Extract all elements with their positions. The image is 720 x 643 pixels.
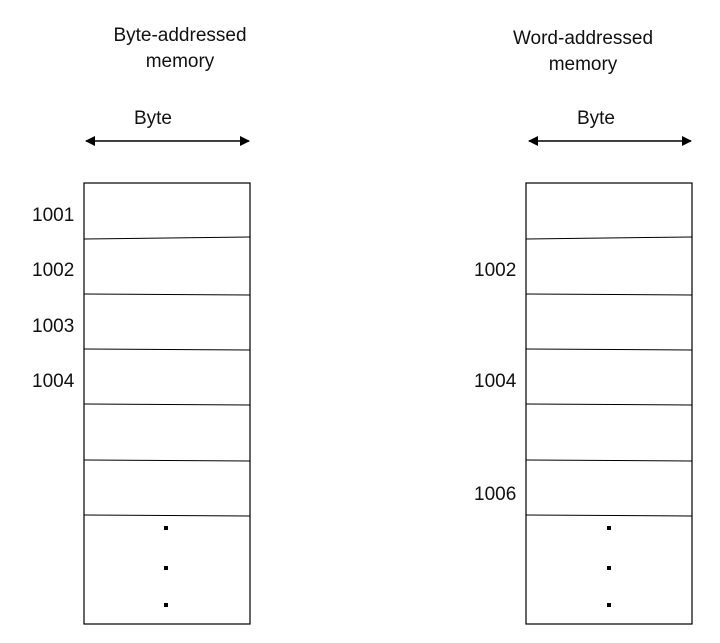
right-row-divider — [525, 348, 693, 351]
right-row-divider — [525, 236, 693, 240]
left-row-divider — [83, 293, 251, 296]
right-row-divider — [525, 293, 693, 296]
left-title-line2: memory — [145, 51, 215, 72]
right-address-label: 1002 — [474, 260, 517, 281]
right-address-label: 1006 — [474, 484, 517, 505]
left-address-label: 1004 — [32, 371, 75, 392]
right-title-line2: memory — [548, 54, 618, 75]
left-diagram-title: Byte-addressed memory — [70, 23, 290, 75]
left-width-label: Byte — [133, 108, 173, 129]
left-row-divider — [83, 236, 251, 240]
right-row-divider — [525, 403, 693, 406]
left-title-line1: Byte-addressed — [113, 25, 247, 46]
right-ellipsis-dot — [607, 603, 611, 607]
left-row-divider — [83, 514, 251, 517]
left-address-label: 1003 — [32, 316, 75, 337]
left-row-divider — [83, 459, 251, 462]
right-address-label: 1004 — [474, 371, 517, 392]
right-row-divider — [525, 459, 693, 462]
left-ellipsis-dot — [164, 603, 168, 607]
left-memory-block — [83, 182, 251, 625]
left-row-divider — [83, 403, 251, 406]
left-address-label: 1002 — [32, 260, 75, 281]
right-row-divider — [525, 514, 693, 517]
left-row-divider — [83, 348, 251, 351]
left-address-label: 1001 — [32, 205, 75, 226]
left-ellipsis-dot — [164, 526, 168, 530]
right-diagram-title: Word-addressed memory — [473, 26, 693, 78]
right-title-line1: Word-addressed — [512, 28, 654, 49]
right-memory-block — [525, 182, 693, 625]
left-ellipsis-dot — [164, 566, 168, 570]
right-width-label: Byte — [576, 108, 616, 129]
right-ellipsis-dot — [607, 526, 611, 530]
right-ellipsis-dot — [607, 566, 611, 570]
